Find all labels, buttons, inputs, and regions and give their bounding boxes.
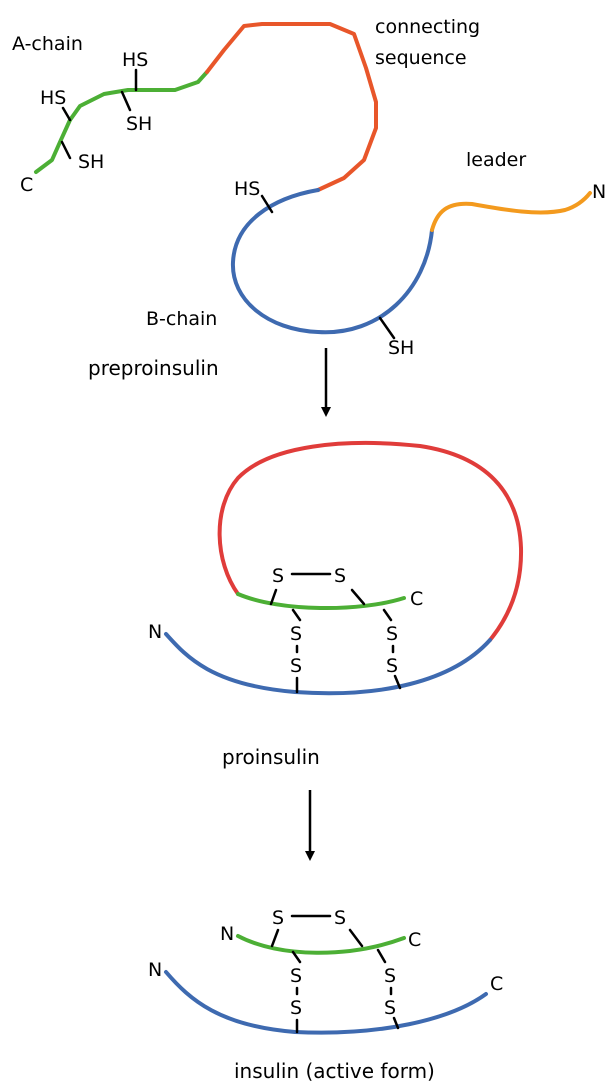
sulfur-label: S — [272, 907, 284, 929]
thiol-label: HS — [122, 49, 148, 71]
b-chain-n-terminus-label: N — [148, 959, 162, 981]
sulfur-label: S — [334, 565, 346, 587]
b-chain-strand — [230, 188, 434, 335]
b-chain-label: B-chain — [146, 308, 217, 330]
disulfide-bond — [269, 588, 278, 606]
a-chain-n-terminus-label: N — [220, 923, 234, 945]
a-chain-strand — [34, 70, 209, 174]
thiol-bond — [61, 106, 72, 122]
connecting-sequence-strand — [205, 22, 378, 192]
thiol-bond — [120, 90, 132, 112]
n-terminus-label: N — [148, 621, 162, 643]
sulfur-label: S — [272, 565, 284, 587]
sulfur-label: S — [386, 623, 398, 645]
thiol-bond — [260, 194, 274, 214]
thiol-label: SH — [126, 113, 152, 135]
disulfide-bond — [291, 950, 302, 964]
b-chain-strand — [164, 970, 488, 1035]
disulfide-bond — [291, 608, 302, 622]
sulfur-label: S — [334, 907, 346, 929]
proinsulin-label: proinsulin — [222, 745, 320, 769]
disulfide-bond — [392, 1016, 400, 1030]
leader-label: leader — [466, 149, 526, 171]
connecting-sequence-label-line2: sequence — [375, 47, 467, 69]
b-chain-c-terminus-label: C — [490, 973, 503, 995]
sulfur-label: S — [290, 655, 302, 677]
leader-strand — [430, 191, 592, 232]
thiol-label: SH — [78, 151, 104, 173]
sulfur-label: S — [386, 655, 398, 677]
disulfide-bond — [348, 928, 364, 948]
disulfide-bond — [376, 948, 387, 964]
a-chain-c-terminus-label: C — [408, 929, 421, 951]
sulfur-label: S — [290, 997, 302, 1019]
sulfur-label: S — [290, 623, 302, 645]
b-chain-strand — [164, 632, 492, 696]
a-chain-strand — [236, 934, 406, 955]
thiol-bond — [60, 140, 72, 160]
insulin-label: insulin (active form) — [234, 1059, 435, 1083]
preproinsulin-label: preproinsulin — [88, 356, 219, 380]
disulfide-bond — [393, 674, 402, 690]
c-terminus-label: C — [20, 174, 33, 196]
disulfide-bond — [350, 588, 366, 606]
preproinsulin-stage: A-chain connecting sequence leader B-cha… — [12, 16, 606, 380]
disulfide-bond — [270, 928, 280, 948]
thiol-label: SH — [388, 337, 414, 359]
n-terminus-label: N — [592, 181, 606, 203]
connecting-sequence-strand — [217, 441, 524, 642]
thiol-bond — [378, 316, 396, 340]
proinsulin-stage: S S S S S S N C proinsulin — [148, 441, 524, 769]
a-chain-strand — [236, 592, 406, 610]
c-terminus-label: C — [410, 588, 423, 610]
a-chain-label: A-chain — [12, 33, 83, 55]
sulfur-label: S — [290, 965, 302, 987]
sulfur-label: S — [384, 997, 396, 1019]
insulin-stage: S S S S S S N C N C insulin (active form… — [148, 907, 503, 1083]
thiol-label: HS — [40, 87, 66, 109]
thiol-label: HS — [234, 178, 260, 200]
connecting-sequence-label-line1: connecting — [375, 16, 480, 38]
disulfide-bond — [382, 608, 393, 622]
sulfur-label: S — [384, 965, 396, 987]
